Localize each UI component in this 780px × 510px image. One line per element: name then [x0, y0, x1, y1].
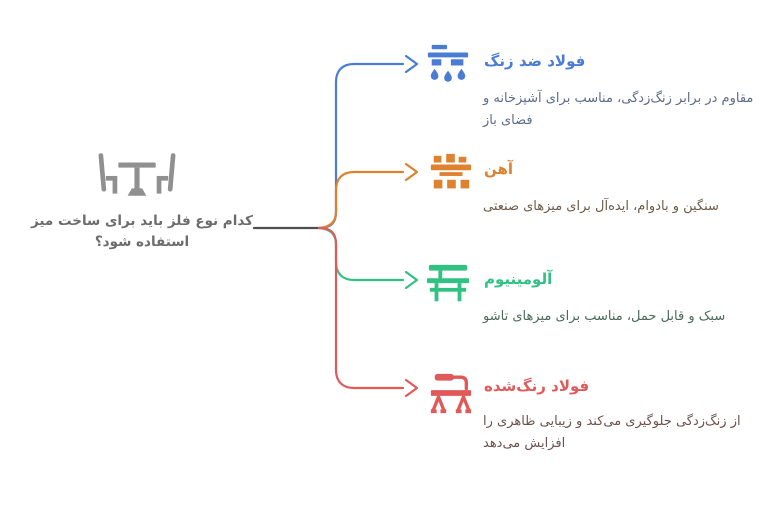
arrowhead-icon [404, 270, 419, 290]
branch-line-stainless-steel [317, 54, 419, 230]
arrowhead-icon [404, 162, 419, 182]
branch-line-painted-steel [317, 226, 419, 398]
branch-description: مقاوم در برابر زنگ‌زدگی، مناسب برای آشپز… [483, 91, 754, 128]
arrowhead-icon [404, 378, 419, 398]
branch-description: از زنگ‌زدگی جلوگیری می‌کند و زیبایی ظاهر… [483, 414, 741, 451]
branch-label: فولاد ضد زنگ [484, 52, 586, 70]
branch-label: آهن [484, 160, 514, 178]
branch-description: سنگین و بادوام، ایده‌آل برای میزهای صنعت… [483, 199, 719, 214]
center-question: کدام نوع فلز باید برای ساخت میز استفاده … [31, 213, 253, 250]
folding-table-icon [425, 262, 471, 308]
branch-label: فولاد رنگ‌شده [484, 377, 590, 395]
branch-line-iron [317, 162, 419, 230]
branch-description: سبک و قابل حمل، مناسب برای میزهای تاشو [483, 309, 726, 324]
table-with-chairs-icon [93, 150, 181, 204]
industrial-workbench-icon [428, 152, 474, 198]
branch-line-aluminum [317, 226, 419, 290]
branch-label: آلومینیوم [484, 270, 553, 288]
paint-roller-table-icon [428, 371, 474, 417]
steel-table-water-drops-icon [425, 42, 471, 88]
arrowhead-icon [404, 54, 419, 74]
